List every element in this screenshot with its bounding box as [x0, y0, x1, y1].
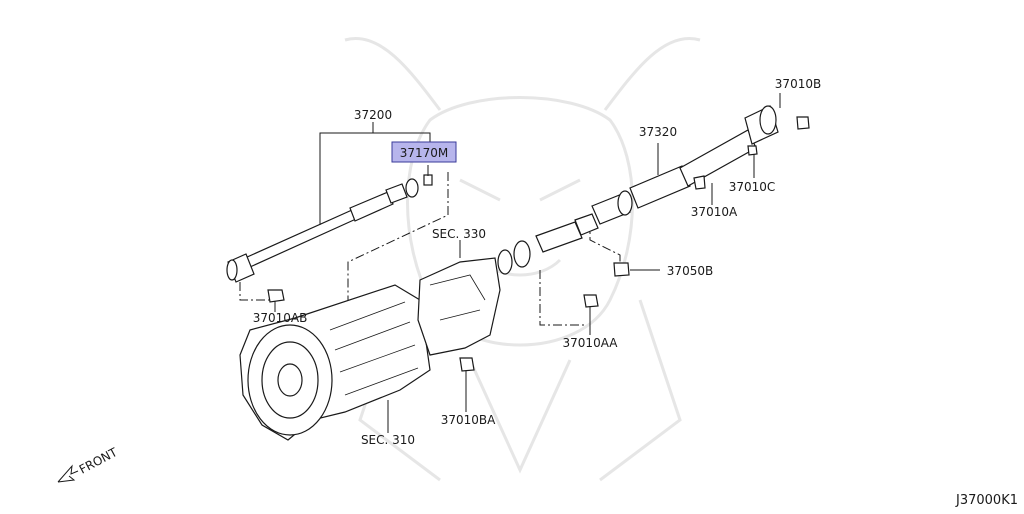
label-37010a[interactable]: 37010A — [691, 205, 738, 219]
label-37010b[interactable]: 37010B — [775, 77, 821, 91]
label-37010ab[interactable]: 37010AB — [253, 311, 308, 325]
diagram-code: J37000K1 — [955, 493, 1018, 508]
nut-37050b[interactable] — [613, 262, 630, 277]
label-37320[interactable]: 37320 — [639, 125, 677, 139]
snap-ring-37170m[interactable] — [423, 174, 433, 186]
label-37200[interactable]: 37200 — [354, 108, 392, 122]
alignment-lines — [239, 172, 621, 326]
bolt-37010a[interactable] — [693, 175, 706, 190]
label-37010ba[interactable]: 37010BA — [441, 413, 496, 427]
label-sec-330[interactable]: SEC. 330 — [432, 227, 486, 241]
bolt-37010aa[interactable] — [583, 294, 599, 308]
transfer-case[interactable] — [417, 257, 501, 356]
label-37010c[interactable]: 37010C — [729, 180, 776, 194]
nut-37010b[interactable] — [796, 116, 810, 130]
label-37170m[interactable]: 37170M — [400, 146, 449, 160]
label-37050b[interactable]: 37050B — [667, 264, 713, 278]
highlight-box — [391, 141, 457, 163]
label-sec-310[interactable]: SEC. 310 — [361, 433, 415, 447]
nut-37010ba[interactable] — [459, 357, 475, 372]
bolt-37010ab[interactable] — [267, 289, 285, 303]
front-direction-indicator: FRONT — [57, 445, 120, 483]
label-37010aa[interactable]: 37010AA — [563, 336, 619, 350]
fasteners — [267, 116, 810, 372]
transmission-assembly[interactable] — [239, 249, 513, 441]
front-label: FRONT — [77, 445, 120, 477]
washer-37010c[interactable] — [747, 145, 758, 156]
front-propeller-shaft[interactable] — [226, 174, 433, 283]
